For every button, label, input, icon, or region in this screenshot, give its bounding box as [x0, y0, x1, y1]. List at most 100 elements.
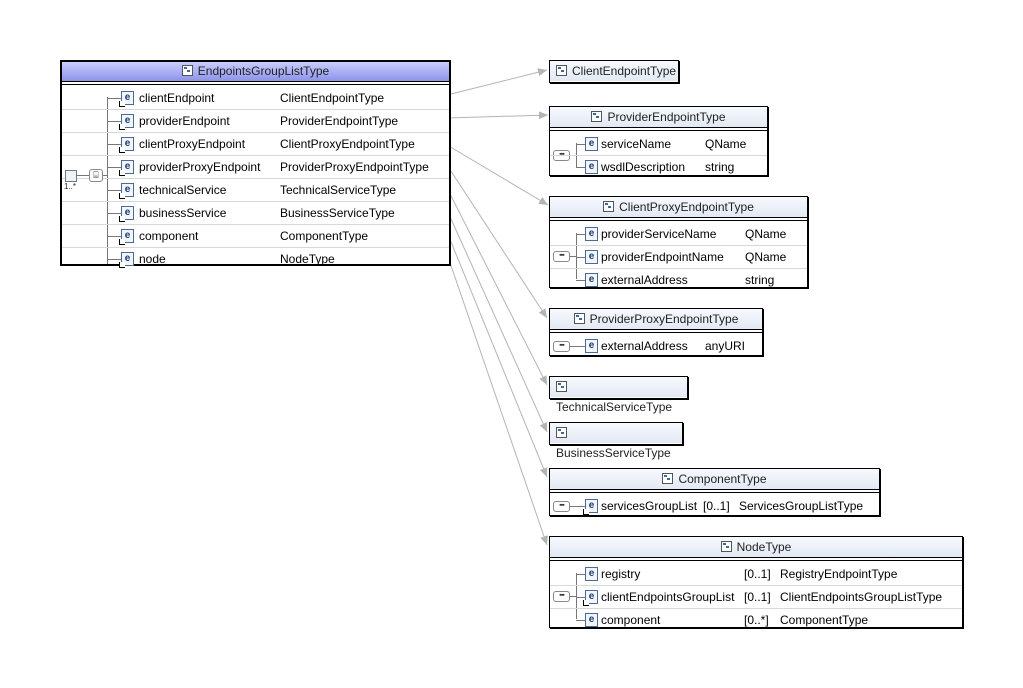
element-type: QName [745, 227, 787, 241]
element-type: ProviderProxyEndpointType [280, 160, 429, 174]
element-name: clientProxyEndpoint [139, 137, 246, 151]
element-type: NodeType [280, 252, 335, 266]
element-ref-icon: e [583, 590, 598, 606]
component-type-box[interactable]: ComponentType ▪▪▪ e servicesGroupList [0… [549, 468, 880, 516]
business-service-type-title: BusinessServiceType [556, 446, 671, 460]
connector-business-service [446, 209, 548, 433]
element-name: technicalService [139, 183, 227, 197]
table-row[interactable]: e providerEndpoint ProviderEndpointType [62, 110, 449, 133]
client-proxy-endpoint-type-box[interactable]: ClientProxyEndpointType ▪▪▪ e providerSe… [549, 196, 808, 288]
table-row[interactable]: e clientEndpointsGroupList [0..1] Client… [550, 586, 962, 609]
client-proxy-endpoint-type-title: ClientProxyEndpointType [619, 200, 754, 214]
element-name: component [601, 613, 661, 627]
table-row[interactable]: e component ComponentType [62, 225, 449, 248]
node-type-title: NodeType [736, 540, 792, 554]
sequence-icon: ▪▪▪ [553, 341, 570, 352]
element-name: providerEndpoint [139, 114, 230, 128]
table-row[interactable]: e technicalService TechnicalServiceType [62, 179, 449, 202]
table-row[interactable]: e providerServiceName QName [550, 223, 807, 246]
element-type: string [705, 160, 735, 174]
element-name: registry [601, 567, 641, 581]
table-row[interactable]: e clientEndpoint ClientEndpointType [62, 87, 449, 110]
element-type: anyURI [705, 339, 746, 353]
element-name: providerProxyEndpoint [139, 160, 261, 174]
element-type: ClientEndpointsGroupListType [780, 590, 943, 604]
element-type: RegistryEndpointType [780, 567, 898, 581]
endpoints-group-list-type-box[interactable]: EndpointsGroupListType e clientEndpoint … [60, 60, 451, 268]
technical-service-type-box[interactable]: TechnicalServiceType [549, 376, 688, 414]
sequence-icon: ▪▪▪ [553, 251, 570, 262]
business-service-type-header: BusinessServiceType [550, 423, 682, 460]
connector-node [446, 253, 548, 546]
component-type-title: ComponentType [678, 472, 767, 486]
table-row[interactable]: e servicesGroupList [0..1] ServicesGroup… [550, 495, 879, 517]
element-icon: e [585, 339, 598, 353]
element-ref-icon: e [119, 160, 134, 176]
element-cardinality: [0..1] [744, 590, 771, 604]
technical-service-type-header: TechnicalServiceType [550, 377, 687, 414]
provider-endpoint-type-box[interactable]: ProviderEndpointType ▪▪▪ e serviceName Q… [549, 106, 768, 176]
element-ref-icon: e [119, 252, 134, 268]
element-name: businessService [139, 206, 227, 220]
table-row[interactable]: e externalAddress string [550, 269, 807, 291]
element-ref-icon: e [119, 183, 134, 199]
element-name: node [139, 252, 166, 266]
element-ref-icon: e [583, 499, 598, 515]
element-name: externalAddress [601, 273, 688, 287]
table-row[interactable]: e serviceName QName [550, 133, 767, 156]
element-name: servicesGroupList [601, 499, 698, 513]
connector-component [446, 231, 548, 478]
sequence-icon: ▪▪▪ [553, 591, 570, 602]
element-name: externalAddress [601, 339, 688, 353]
business-service-type-box[interactable]: BusinessServiceType [549, 422, 683, 460]
main-box-title: EndpointsGroupListType [197, 64, 330, 78]
element-type: ServicesGroupListType [739, 499, 864, 513]
element-type: BusinessServiceType [280, 206, 395, 220]
complex-type-icon [591, 111, 603, 122]
element-icon: e [585, 160, 598, 174]
provider-proxy-endpoint-type-title: ProviderProxyEndpointType [589, 312, 739, 326]
element-group-icon [65, 170, 77, 182]
table-row[interactable]: e externalAddress anyURI [550, 335, 762, 357]
table-row[interactable]: e registry [0..1] RegistryEndpointType [550, 563, 962, 586]
element-name: providerServiceName [601, 227, 717, 241]
element-name: component [139, 229, 199, 243]
provider-endpoint-type-header: ProviderEndpointType [550, 107, 767, 131]
element-name: serviceName [601, 137, 672, 151]
table-row[interactable]: e clientProxyEndpoint ClientProxyEndpoin… [62, 133, 449, 156]
main-box-header: EndpointsGroupListType [62, 62, 449, 85]
element-name: clientEndpointsGroupList [601, 590, 735, 604]
multiplicity-label: 1..* [64, 182, 77, 191]
element-type: QName [745, 250, 787, 264]
complex-type-icon [720, 541, 732, 552]
table-row[interactable]: e providerEndpointName QName [550, 246, 807, 269]
element-ref-icon: e [119, 137, 134, 153]
complex-type-icon [556, 427, 567, 438]
table-row[interactable]: e businessService BusinessServiceType [62, 202, 449, 225]
table-row[interactable]: e component [0..*] ComponentType [550, 609, 962, 631]
element-name: clientEndpoint [139, 91, 215, 105]
element-ref-icon: e [119, 229, 134, 245]
element-icon: e [585, 227, 598, 241]
table-row[interactable]: e providerProxyEndpoint ProviderProxyEnd… [62, 156, 449, 179]
element-type: ProviderEndpointType [280, 114, 399, 128]
complex-type-icon [556, 65, 567, 76]
provider-endpoint-type-title: ProviderEndpointType [607, 110, 726, 124]
element-type: ClientProxyEndpointType [280, 137, 415, 151]
element-cardinality: [0..1] [703, 499, 730, 513]
connector-client-proxy-endpoint [446, 144, 549, 206]
sequence-icon: ▪▪▪ [553, 501, 570, 512]
complex-type-icon [573, 313, 585, 324]
client-endpoint-type-box[interactable]: ClientEndpointType [549, 60, 679, 84]
client-proxy-endpoint-type-header: ClientProxyEndpointType [550, 197, 807, 221]
element-type: string [745, 273, 775, 287]
connector-client-endpoint [446, 68, 548, 96]
choice-icon: ⌸ [89, 169, 103, 182]
table-row[interactable]: e wsdlDescription string [550, 156, 767, 178]
complex-type-icon [662, 473, 674, 484]
node-type-header: NodeType [550, 537, 962, 561]
table-row[interactable]: e node NodeType [62, 248, 449, 270]
provider-proxy-endpoint-type-box[interactable]: ProviderProxyEndpointType ▪▪▪ e external… [549, 308, 763, 356]
complex-type-icon [181, 65, 193, 76]
node-type-box[interactable]: NodeType ▪▪▪ e registry [0..1] RegistryE… [549, 536, 963, 628]
